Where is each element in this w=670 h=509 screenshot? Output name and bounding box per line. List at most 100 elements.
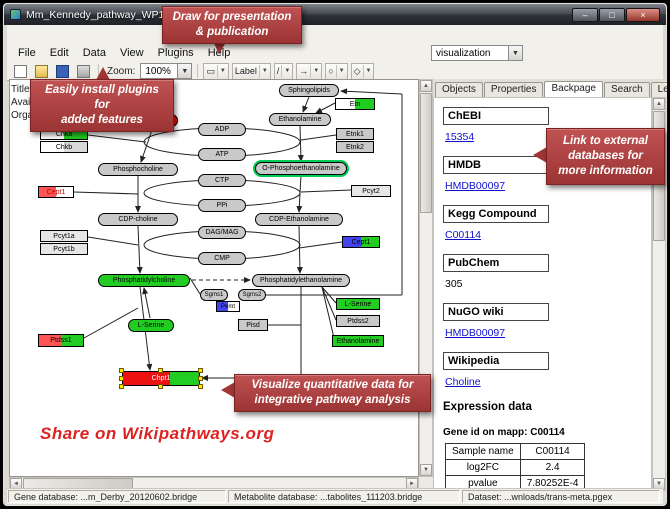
- zoom-combobox[interactable]: 100% ▼: [140, 63, 193, 79]
- external-link[interactable]: Choline: [445, 376, 481, 388]
- export-button[interactable]: [74, 63, 93, 80]
- section-header-wikipedia: Wikipedia: [443, 352, 549, 370]
- shape-tool-dropdown-arrow[interactable]: ▼: [335, 64, 345, 78]
- node-cept1[interactable]: Cept1: [38, 186, 74, 198]
- selection-handle[interactable]: [158, 384, 163, 389]
- save-file-icon: [56, 64, 69, 78]
- node-o-phosphoethanolamine[interactable]: O-Phosphoethanolamine: [255, 162, 347, 175]
- scrollbar-thumb[interactable]: [420, 93, 432, 213]
- node-ppi[interactable]: PPi: [198, 199, 246, 212]
- node-ctp[interactable]: CTP: [198, 174, 246, 187]
- node-ptdss2[interactable]: Ptdss2: [336, 315, 380, 327]
- node-atp[interactable]: ATP: [198, 148, 246, 161]
- app-icon: [10, 9, 21, 20]
- datanode-tool-dropdown-arrow[interactable]: ▼: [216, 64, 226, 78]
- menu-file[interactable]: File: [18, 47, 36, 59]
- node-sgms1[interactable]: Sgms1: [200, 289, 228, 301]
- menu-plugins[interactable]: Plugins: [157, 47, 194, 59]
- node-l-serine[interactable]: L-Serine: [128, 319, 174, 332]
- scroll-up-button[interactable]: ▲: [420, 80, 432, 92]
- node-cept1[interactable]: Cept1: [342, 236, 380, 248]
- node-l-serine[interactable]: L-Serine: [336, 298, 380, 310]
- table-cell: 7.80252E-4: [519, 475, 586, 490]
- node-phosphocholine[interactable]: Phosphocholine: [98, 163, 178, 176]
- callout-external-databases: Link to external databases for more info…: [546, 128, 665, 185]
- menu-edit[interactable]: Edit: [49, 47, 69, 59]
- close-button[interactable]: ×: [626, 7, 660, 22]
- menu-view[interactable]: View: [119, 47, 144, 59]
- line-tool[interactable]: /▼: [273, 62, 294, 80]
- table-cell: 2.4: [519, 459, 586, 476]
- tab-search[interactable]: Search: [603, 82, 650, 97]
- canvas-vertical-scrollbar[interactable]: ▲ ▼: [419, 79, 433, 477]
- node-sphingolipids[interactable]: Sphingolipids: [279, 84, 339, 97]
- label-tool-dropdown-arrow[interactable]: ▼: [258, 64, 268, 78]
- template-tool-dropdown-arrow[interactable]: ▼: [362, 64, 371, 78]
- node-pcyt1a[interactable]: Pcyt1a: [40, 230, 88, 242]
- section-header-nugo-wiki: NuGO wiki: [443, 303, 549, 321]
- tab-objects[interactable]: Objects: [435, 82, 483, 97]
- tab-backpage[interactable]: Backpage: [544, 81, 603, 97]
- node-adp[interactable]: ADP: [198, 123, 246, 136]
- node-phosphatidylethanolamine[interactable]: Phosphatidylethanolamine: [252, 274, 350, 287]
- node-cdp-choline[interactable]: CDP-choline: [98, 213, 178, 226]
- menu-data[interactable]: Data: [82, 47, 106, 59]
- scroll-up-button[interactable]: ▲: [653, 98, 665, 110]
- scrollbar-corner: [419, 477, 433, 491]
- node-pcyt2[interactable]: Pcyt2: [351, 185, 391, 197]
- node-sgms2[interactable]: Sgms2: [238, 289, 266, 301]
- selection-handle[interactable]: [198, 375, 203, 381]
- external-link[interactable]: HMDB00097: [445, 180, 506, 192]
- shape-tool[interactable]: ○▼: [325, 62, 348, 80]
- section-value-nugo-wiki: HMDB00097: [445, 327, 651, 339]
- connector-tool-dropdown-arrow[interactable]: ▼: [310, 64, 319, 78]
- selection-handle[interactable]: [119, 368, 124, 373]
- node-pcyt1b[interactable]: Pcyt1b: [40, 243, 88, 255]
- save-file-button[interactable]: [53, 63, 72, 80]
- selection-handle[interactable]: [158, 368, 163, 373]
- line-tool-dropdown-arrow[interactable]: ▼: [281, 64, 290, 78]
- node-chkb[interactable]: Chkb: [40, 141, 88, 153]
- node-etnk1[interactable]: Etnk1: [336, 128, 374, 140]
- selection-handle[interactable]: [119, 375, 124, 381]
- tab-properties[interactable]: Properties: [483, 82, 544, 97]
- chevron-down-icon[interactable]: ▼: [508, 46, 522, 60]
- selection-handle[interactable]: [198, 368, 203, 373]
- node-phosphatidylcholine[interactable]: Phosphatidylcholine: [98, 274, 190, 287]
- node-ethanolamine[interactable]: Ethanolamine: [269, 113, 331, 126]
- tab-legend[interactable]: Legend: [650, 82, 667, 97]
- node-pemt[interactable]: Pemt: [216, 301, 240, 312]
- external-link[interactable]: HMDB00097: [445, 327, 506, 339]
- template-tool[interactable]: ◇▼: [350, 62, 375, 80]
- visualization-combobox[interactable]: visualization ▼: [431, 45, 523, 61]
- node-pisd[interactable]: Pisd: [238, 319, 268, 331]
- label-tool[interactable]: Label▼: [231, 62, 271, 80]
- node-cdp-ethanolamine[interactable]: CDP-Ethanolamine: [255, 213, 343, 226]
- external-link[interactable]: C00114: [445, 229, 482, 241]
- minimize-button[interactable]: –: [572, 7, 598, 22]
- title-bar[interactable]: Mm_Kennedy_pathway_WP1771_45176.gp... – …: [4, 4, 666, 25]
- node-etnk2[interactable]: Etnk2: [336, 141, 374, 153]
- node-dag-mag[interactable]: DAG/MAG: [198, 226, 246, 239]
- maximize-button[interactable]: □: [599, 7, 625, 22]
- connector-tool[interactable]: →▼: [296, 62, 323, 80]
- new-file-button[interactable]: [11, 63, 30, 80]
- status-segment: Gene database: ...m_Derby_20120602.bridg…: [8, 490, 226, 503]
- scroll-down-button[interactable]: ▼: [420, 464, 432, 476]
- datanode-tool[interactable]: ▭▼: [203, 62, 229, 80]
- section-value-pubchem: 305: [445, 278, 651, 290]
- selection-handle[interactable]: [119, 384, 124, 389]
- node-cmp[interactable]: CMP: [198, 252, 246, 265]
- open-file-button[interactable]: [32, 63, 51, 80]
- selection-handle[interactable]: [198, 384, 203, 389]
- external-link[interactable]: 15354: [445, 131, 475, 143]
- chevron-down-icon[interactable]: ▼: [177, 64, 192, 78]
- node-ptdss1[interactable]: Ptdss1: [38, 334, 84, 347]
- node-ethanolamine[interactable]: Ethanolamine: [332, 335, 384, 347]
- status-segment: Metabolite database: ...tabolites_111203…: [228, 490, 460, 503]
- node-etn[interactable]: Etn: [335, 98, 375, 110]
- section-value-wikipedia: Choline: [445, 376, 651, 388]
